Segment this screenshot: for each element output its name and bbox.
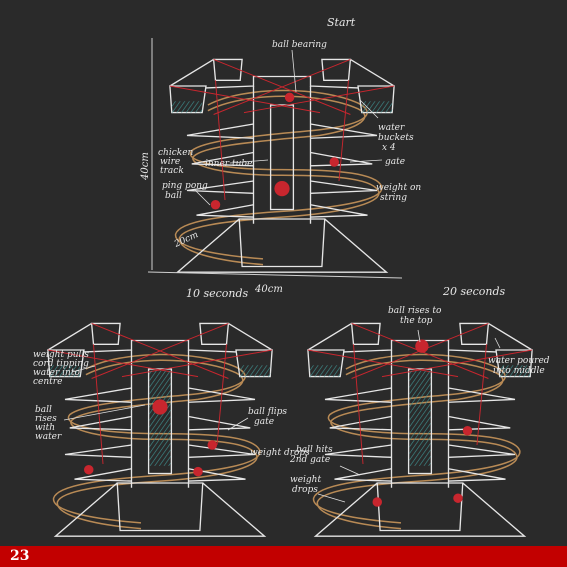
gate-label: gate bbox=[385, 157, 405, 167]
water-poured-label: water pouredinto middle bbox=[488, 356, 550, 376]
ball-bearing-icon bbox=[285, 93, 295, 103]
height-label: 40cm bbox=[140, 152, 151, 181]
chicken-wire-label: chickenwiretrack bbox=[158, 148, 194, 176]
weight-icon-right bbox=[453, 493, 463, 503]
dropped-weight-icon bbox=[193, 467, 203, 477]
gate-icon bbox=[330, 157, 340, 167]
ping-pong-ball-icon bbox=[274, 181, 289, 196]
water-buckets-label: waterbucketsx 4 bbox=[378, 123, 414, 153]
dropped-weight-icon-right bbox=[373, 497, 383, 507]
footer-bar: 23 bbox=[0, 546, 567, 567]
machine-top bbox=[170, 59, 394, 272]
ball-hits-label: ball hits2nd gate bbox=[289, 445, 333, 465]
page-number: 23 bbox=[10, 548, 29, 564]
right-title: 20 seconds bbox=[442, 285, 506, 298]
ball-bearing-label: ball bearing bbox=[272, 40, 327, 50]
top-diagram: Start ball bearing waterbucketsx 4 chick… bbox=[140, 16, 421, 295]
weight-pulls-label: weight pullscord tippingwater intocentre bbox=[33, 350, 89, 387]
start-label: Start bbox=[327, 16, 356, 29]
ball-flips-label: ball flipsgate bbox=[248, 407, 287, 427]
right-weight-drops-label: weightdrops bbox=[290, 475, 321, 495]
left-title: 10 seconds bbox=[186, 287, 249, 300]
sketch-diagram: Start ball bearing waterbucketsx 4 chick… bbox=[0, 0, 567, 546]
width-label: 40cm bbox=[254, 284, 283, 295]
weight-on-string-label: weight onstring bbox=[376, 183, 421, 203]
top-ball-icon bbox=[415, 340, 428, 353]
flipped-gate-icon bbox=[208, 440, 218, 450]
weight-icon-left bbox=[84, 465, 94, 475]
second-gate-icon bbox=[463, 426, 473, 436]
ball-rises-label: ballriseswithwater bbox=[35, 405, 62, 442]
right-diagram: 20 seconds ball rises tothe top water po… bbox=[289, 285, 550, 536]
rising-ball-icon bbox=[152, 399, 167, 414]
left-diagram: 10 seconds weight pullscord tippingwater… bbox=[33, 287, 310, 536]
weight-icon bbox=[211, 200, 221, 210]
inner-tube-label: inner tube bbox=[205, 159, 252, 169]
ball-rises-top-label: ball rises tothe top bbox=[388, 306, 442, 326]
